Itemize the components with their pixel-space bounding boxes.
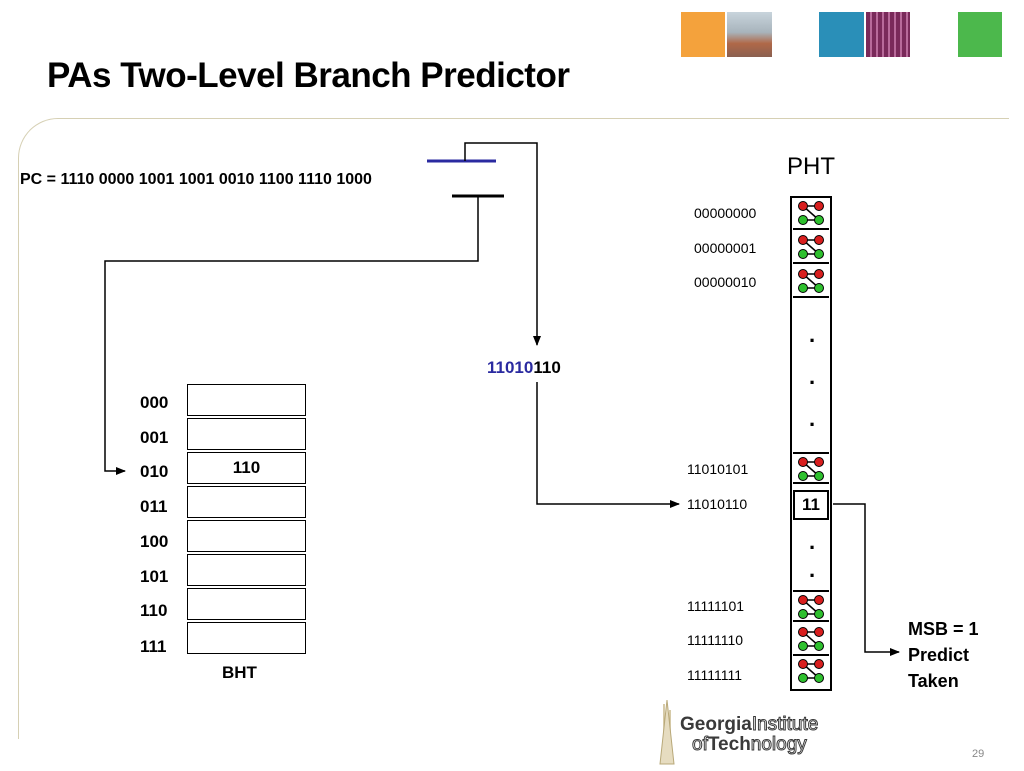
pht-column <box>790 196 832 691</box>
pht-entry-label: 00000001 <box>694 240 757 256</box>
pht-state-machine-icon <box>793 232 829 264</box>
bht-cell <box>187 588 306 620</box>
pht-ellipsis-dot: . <box>809 529 816 554</box>
pht-index-label: 11010110 <box>487 358 561 378</box>
prediction-line: Taken <box>908 671 959 691</box>
bht-row-label: 010 <box>140 462 169 481</box>
bht-cell <box>187 520 306 552</box>
page-number: 29 <box>972 748 985 760</box>
pht-ellipsis-dot: . <box>809 364 816 389</box>
bht-row-label: 000 <box>140 393 169 412</box>
header-photo-circuit <box>866 12 910 57</box>
bht-cell <box>187 554 306 586</box>
pht-state-machine-icon <box>793 266 829 298</box>
pht-entry-label: 11111101 <box>687 598 745 614</box>
history-to-index-arrow <box>464 142 541 346</box>
header-square-green <box>958 12 1002 57</box>
bht-row-label: 001 <box>140 428 169 447</box>
bht-cell <box>187 486 306 518</box>
pht-entry-label: 11111111 <box>687 667 743 683</box>
prediction-note: MSB = 1 Predict Taken <box>908 616 979 694</box>
prediction-line: Predict <box>908 645 970 665</box>
logo-word: Georgia <box>680 714 752 735</box>
pht-entry-label: 11010110 <box>687 496 748 512</box>
index-pc-bits: 110 <box>533 358 561 377</box>
logo-word: Institute <box>751 714 819 736</box>
bht-row-label: 101 <box>140 567 169 586</box>
header-square-blue <box>819 12 864 57</box>
pht-to-prediction-arrow <box>833 503 900 656</box>
bht-caption: BHT <box>222 663 257 682</box>
georgia-tech-logo-mark <box>659 699 675 765</box>
bht-cell <box>187 418 306 450</box>
pht-state-machine-icon <box>793 656 829 688</box>
header-photo-campus <box>727 12 772 57</box>
slide-title: PAs Two-Level Branch Predictor <box>47 56 570 95</box>
bht-cell <box>187 384 306 416</box>
georgia-tech-logo: GeorgiaInstitute ofTechnology <box>642 696 892 766</box>
logo-word: Tech <box>707 734 751 755</box>
pht-title: PHT <box>787 153 835 180</box>
bht-row-label: 111 <box>140 637 167 656</box>
pht-state-machine-icon <box>793 452 829 484</box>
pht-state-machine-icon <box>793 198 829 230</box>
bht-row-label: 011 <box>140 497 168 516</box>
pc-address: PC = 1110 0000 1001 1001 0010 1100 1110 … <box>20 171 372 188</box>
index-to-pht-arrow <box>536 382 680 508</box>
pht-entry-label: 00000010 <box>694 274 757 290</box>
pht-state-machine-icon <box>793 624 829 656</box>
logo-word: nology <box>750 734 807 756</box>
content-frame <box>18 118 1009 739</box>
pht-state-machine-icon <box>793 590 829 622</box>
pht-ellipsis-dot: . <box>809 322 816 347</box>
index-history-bits: 11010 <box>487 358 534 377</box>
bht-cell <box>187 622 306 654</box>
pht-selected-counter: 11 <box>793 490 829 520</box>
bht-row-label: 100 <box>140 532 169 551</box>
header-square-orange <box>681 12 725 57</box>
logo-word: of <box>692 734 709 756</box>
prediction-line: MSB = 1 <box>908 619 979 639</box>
bht-cell-selected: 110 <box>187 452 306 484</box>
pht-entry-label: 11111110 <box>687 632 744 648</box>
pht-ellipsis-dot: . <box>809 557 816 582</box>
pht-entry-label: 00000000 <box>694 205 757 221</box>
pht-entry-label: 11010101 <box>687 461 749 477</box>
pc-to-bht-arrow <box>104 196 479 475</box>
bht-row-label: 110 <box>140 601 168 620</box>
pht-ellipsis-dot: . <box>809 406 816 431</box>
